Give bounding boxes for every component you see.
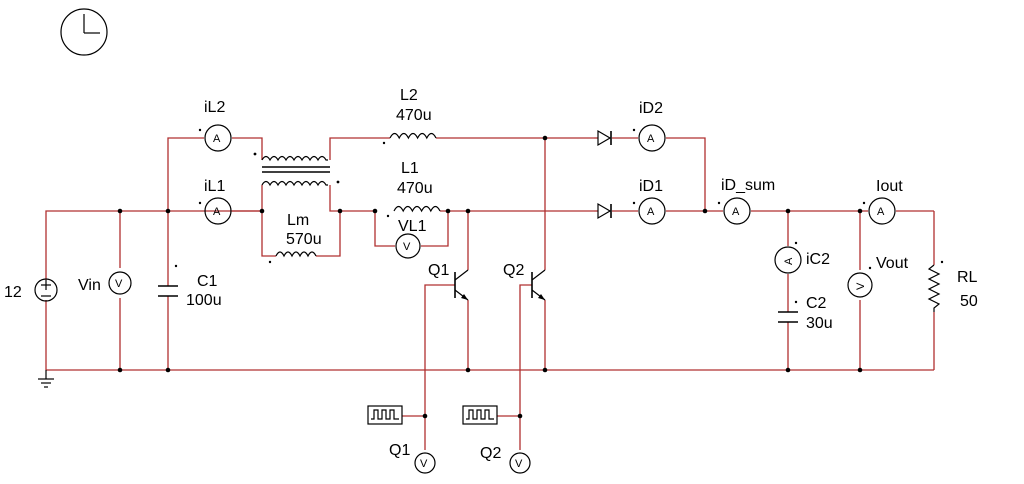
- dc-voltage-source[interactable]: [34, 278, 58, 302]
- id1-label: iD1: [639, 178, 663, 195]
- l1-inductor[interactable]: [386, 205, 441, 218]
- q1-probe-voltmeter[interactable]: V: [414, 452, 436, 474]
- lm-inductor[interactable]: [268, 251, 317, 264]
- il1-label: iL1: [204, 178, 225, 195]
- ammeter-letter: A: [213, 206, 221, 218]
- vout-voltmeter[interactable]: V: [847, 266, 873, 298]
- c1-capacitor[interactable]: [158, 264, 178, 297]
- clock-icon[interactable]: [60, 8, 108, 56]
- wires: [45, 137, 935, 450]
- id1-ammeter[interactable]: A: [632, 197, 666, 225]
- iout-ammeter[interactable]: A: [862, 197, 896, 225]
- l2-name: L2: [400, 87, 418, 104]
- rl-value: 50: [960, 293, 978, 310]
- c2-value: 30u: [806, 315, 833, 332]
- l2-inductor[interactable]: [382, 132, 437, 145]
- rl-resistor[interactable]: [927, 260, 944, 312]
- ammeter-letter: A: [783, 257, 795, 265]
- ammeter-letter: A: [877, 206, 885, 218]
- il1-ammeter[interactable]: A: [198, 197, 232, 225]
- vl1-label: VL1: [398, 218, 427, 235]
- lm-value: 570u: [286, 231, 322, 248]
- id-sum-ammeter[interactable]: A: [717, 197, 751, 225]
- c1-name: C1: [197, 273, 218, 290]
- id-sum-label: iD_sum: [721, 177, 775, 194]
- l1-name: L1: [401, 160, 419, 177]
- ground-icon: [38, 370, 54, 388]
- q2-probe-label: Q2: [480, 445, 501, 462]
- vin-voltmeter[interactable]: V: [108, 271, 132, 295]
- iout-label: Iout: [876, 178, 903, 195]
- vout-label: Vout: [876, 255, 909, 272]
- id2-ammeter[interactable]: A: [632, 124, 666, 152]
- q2-probe-voltmeter[interactable]: V: [509, 452, 531, 474]
- source-voltage-label: 12: [4, 284, 22, 301]
- c1-value: 100u: [186, 292, 222, 309]
- voltmeter-letter: V: [515, 458, 523, 470]
- il2-label: iL2: [204, 99, 225, 116]
- ammeter-letter: A: [732, 206, 740, 218]
- transformer[interactable]: [253, 152, 340, 187]
- ammeter-letter: A: [647, 206, 655, 218]
- rl-name: RL: [957, 269, 978, 286]
- l2-value: 470u: [396, 107, 432, 124]
- q2-label: Q2: [503, 262, 524, 279]
- junction-dots: [117, 135, 863, 419]
- ic2-label: iC2: [806, 251, 830, 268]
- voltmeter-letter: V: [403, 241, 411, 253]
- ammeter-letter: A: [647, 133, 655, 145]
- pulse-source-icon[interactable]: [462, 405, 498, 425]
- q1-probe-label: Q1: [389, 442, 410, 459]
- voltmeter-letter: V: [115, 278, 123, 290]
- l1-value: 470u: [397, 180, 433, 197]
- lm-name: Lm: [287, 212, 309, 229]
- pulse-source-icon[interactable]: [367, 405, 403, 425]
- voltmeter-letter: V: [420, 458, 428, 470]
- il2-ammeter[interactable]: A: [198, 124, 232, 152]
- ammeter-letter: A: [213, 133, 221, 145]
- voltmeter-letter: V: [855, 282, 867, 290]
- c2-capacitor[interactable]: [778, 300, 798, 323]
- d2-diode[interactable]: [594, 129, 612, 147]
- d1-diode[interactable]: [594, 202, 612, 220]
- c2-name: C2: [806, 295, 827, 312]
- vin-label: Vin: [78, 277, 101, 294]
- q2-transistor[interactable]: [531, 269, 546, 301]
- q1-transistor[interactable]: [454, 269, 469, 301]
- id2-label: iD2: [639, 100, 663, 117]
- vl1-voltmeter[interactable]: V: [395, 233, 421, 259]
- q1-label: Q1: [428, 262, 449, 279]
- ic2-ammeter[interactable]: A: [774, 241, 802, 274]
